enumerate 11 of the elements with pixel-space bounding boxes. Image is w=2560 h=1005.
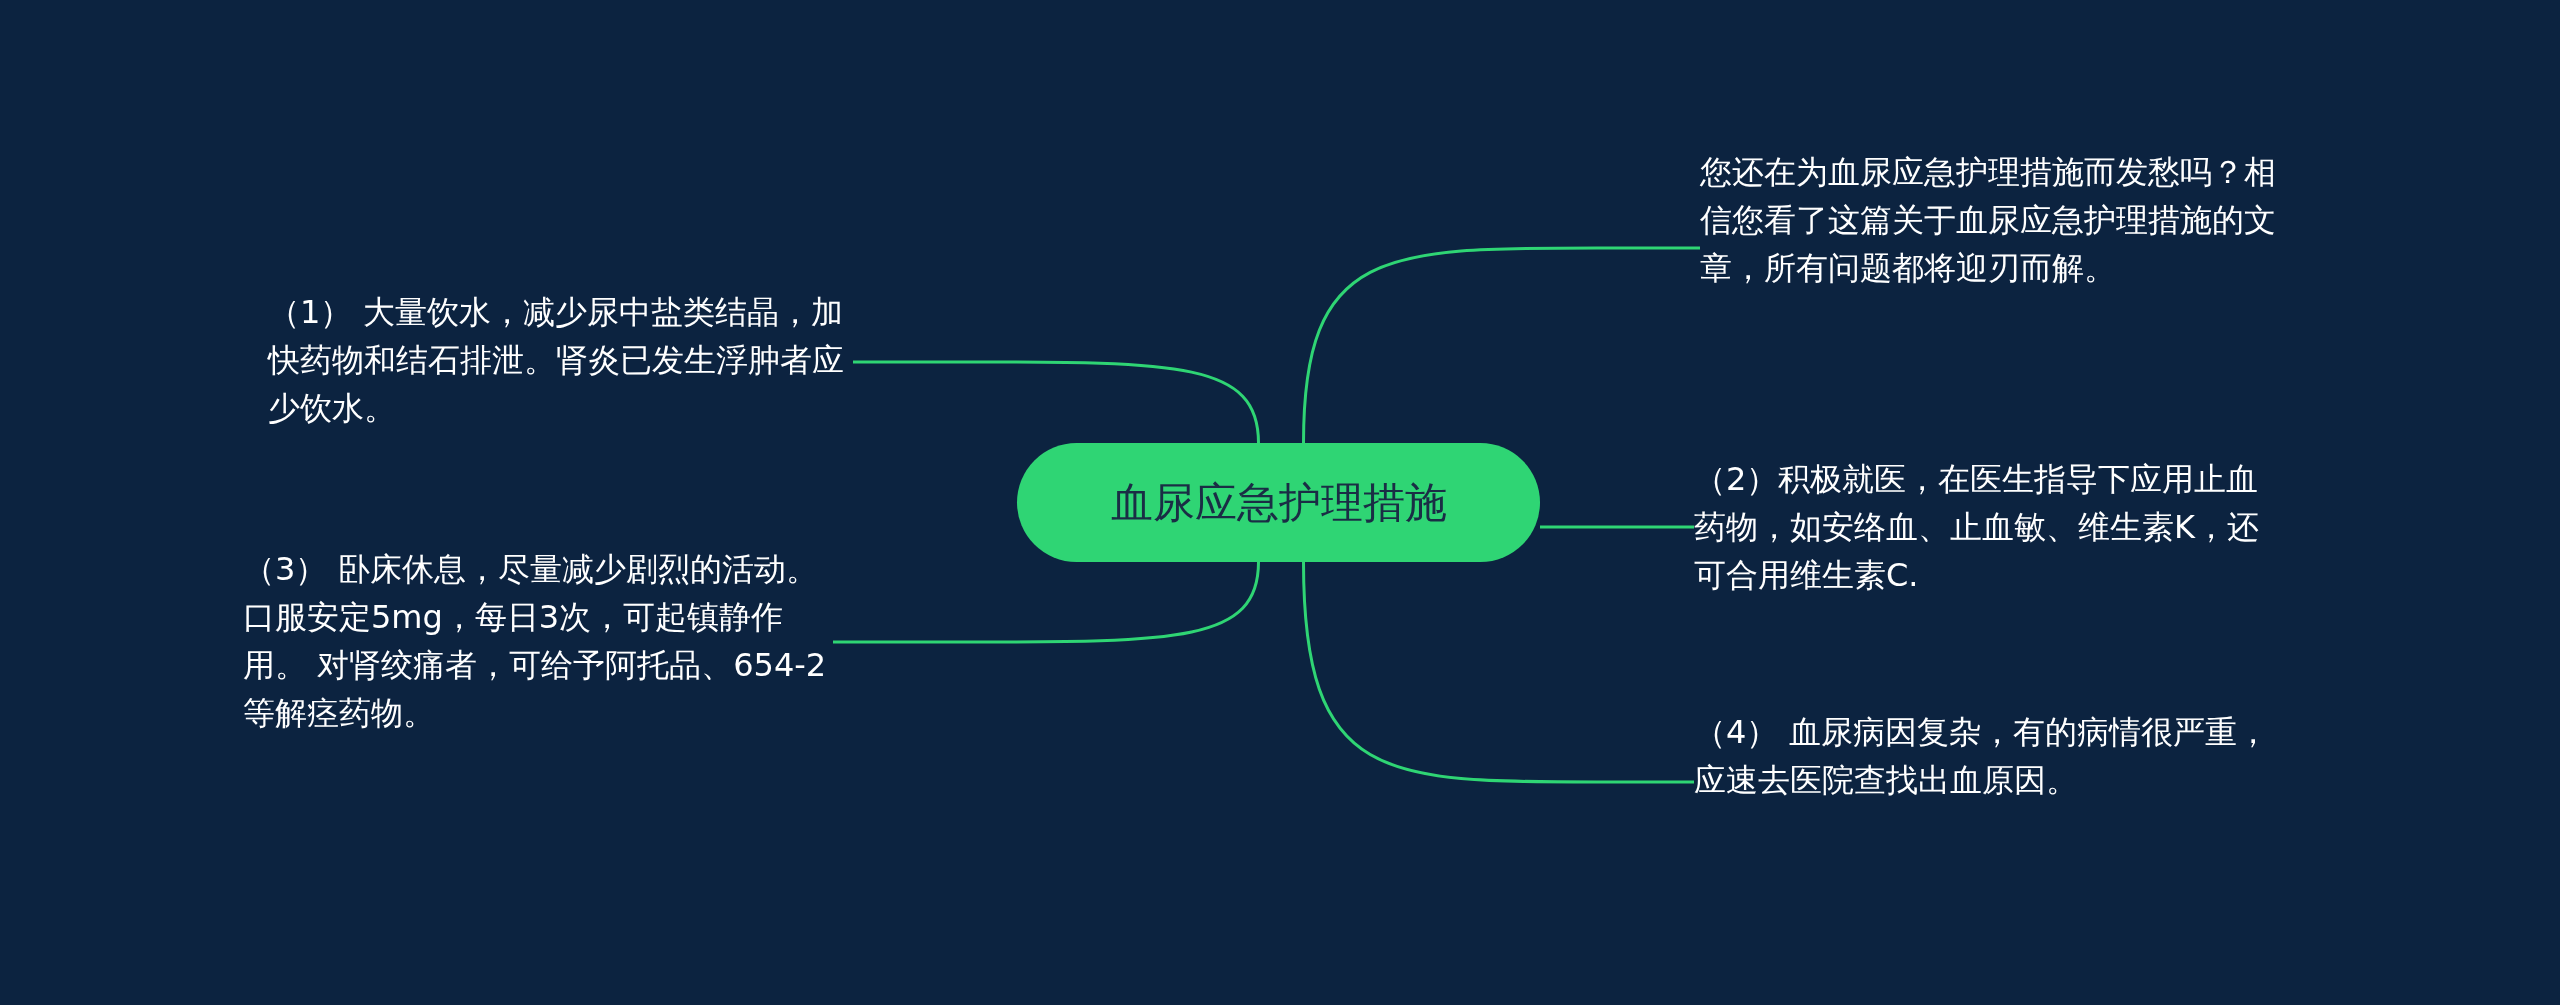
central-topic: 血尿应急护理措施: [1017, 443, 1540, 562]
branch-line: [1302, 246, 1700, 444]
topic-text: 您还在为血尿应急护理措施而发愁吗？相信您看了这篇关于血尿应急护理措施的文章，所有问题都将迎刃而解。: [1700, 148, 2300, 292]
branch-line: [1302, 561, 1694, 784]
topic-text: （1） 大量饮水，减少尿中盐类结晶，加快药物和结石排泄。肾炎已发生浮肿者应少饮水。: [268, 288, 853, 432]
topic-text: （4） 血尿病因复杂，有的病情很严重，应速去医院查找出血原因。: [1694, 708, 2284, 804]
topic-text: （3） 卧床休息，尽量减少剧烈的活动。口服安定5mg，每日3次，可起镇静作用。 对肾绞痛者，可给予阿托品、654-2等解痉药物。: [243, 545, 833, 737]
branch-line: [1540, 525, 1694, 529]
branch-line: [853, 360, 1260, 444]
topic-text: （2）积极就医，在医生指导下应用止血药物，如安络血、止血敏、维生素K，还可合用维生素C.: [1694, 455, 2284, 599]
branch-line: [833, 561, 1260, 644]
